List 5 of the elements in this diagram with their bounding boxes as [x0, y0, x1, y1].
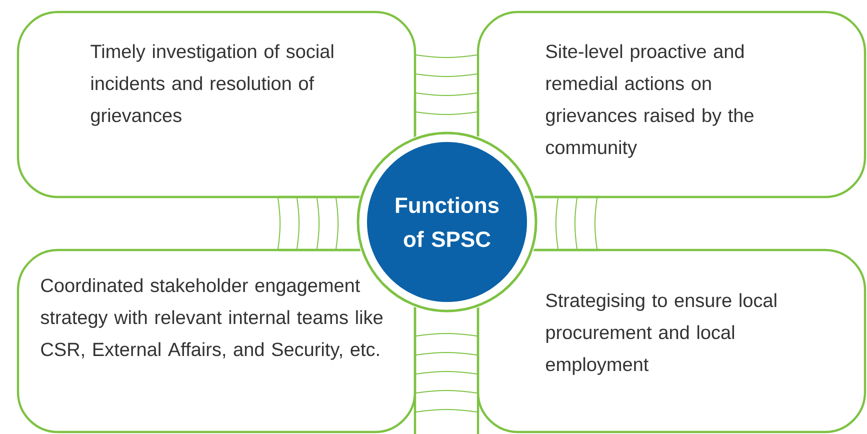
node-label: Functions of SPSC — [396, 196, 499, 248]
text-box: Coordinated stakeholder engagement strategy with relevant internal teams like CSR, External Affairs, and Security, etc. — [16, 248, 416, 434]
text-box: Strategising to ensure local procurement and local employment — [476, 248, 866, 434]
text-box: Timely investigation of social incidents and resolution of grievances — [16, 10, 416, 198]
text-box: Site-level proactive and remedial actions on grievances raised by the community — [476, 10, 866, 198]
